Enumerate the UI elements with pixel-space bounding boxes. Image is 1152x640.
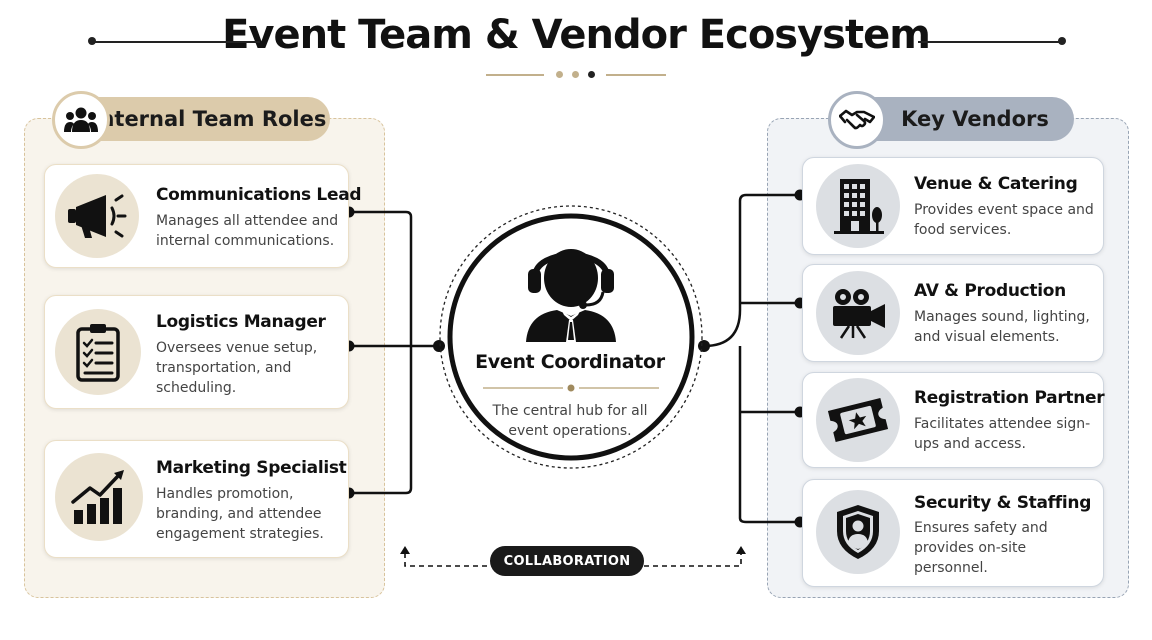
key-vendors-heading-label: Key Vendors [901, 107, 1049, 131]
collaboration-label: COLLABORATION [490, 546, 644, 576]
vendor-card-security-staffing: Security & Staffing Ensures safety and p… [802, 479, 1104, 587]
role-title: Marketing Specialist [156, 458, 347, 478]
ticket-icon [816, 378, 900, 462]
coordinator-description: The central hub for all event operations… [492, 403, 648, 439]
vendor-description: Manages sound, lighting, and visual elem… [914, 309, 1090, 345]
role-card-logistics-manager: Logistics Manager Oversees venue setup, … [44, 295, 349, 409]
vendor-description: Ensures safety and provides on-site pers… [914, 520, 1048, 576]
role-description: Manages all attendee and internal commun… [156, 213, 339, 249]
subtitle-dot [556, 71, 563, 78]
team-icon [52, 91, 110, 149]
vendor-title: AV & Production [914, 281, 1066, 301]
role-description: Oversees venue setup, transportation, an… [156, 340, 318, 396]
handshake-icon [828, 91, 886, 149]
headset-person-icon [526, 249, 616, 342]
shield-person-icon [816, 490, 900, 574]
vendor-card-av-production: AV & Production Manages sound, lighting,… [802, 264, 1104, 362]
title-rule-right [918, 41, 1062, 43]
subtitle-rule-right [606, 74, 666, 76]
vendor-title: Security & Staffing [914, 493, 1092, 513]
subtitle-dot [588, 71, 595, 78]
internal-team-heading: Internal Team Roles [66, 97, 330, 141]
role-card-communications-lead: Communications Lead Manages all attendee… [44, 164, 362, 268]
vendor-card-registration-partner: Registration Partner Facilitates attende… [802, 372, 1105, 468]
role-card-marketing-specialist: Marketing Specialist Handles promotion, … [44, 440, 349, 558]
title-rule-dot-right [1058, 37, 1066, 45]
vendor-title: Registration Partner [914, 388, 1105, 408]
subtitle-dot [572, 71, 579, 78]
role-description: Handles promotion, branding, and attende… [156, 486, 324, 542]
vendor-description: Facilitates attendee sign-ups and access… [914, 416, 1091, 452]
title-rule-left [92, 41, 260, 43]
subtitle-rule-left [486, 74, 544, 76]
vendor-title: Venue & Catering [914, 174, 1078, 194]
vendor-card-venue-catering: Venue & Catering Provides event space an… [802, 157, 1104, 255]
megaphone-icon [55, 174, 139, 258]
role-title: Logistics Manager [156, 312, 326, 332]
role-title: Communications Lead [156, 185, 362, 205]
internal-team-heading-label: Internal Team Roles [91, 107, 327, 131]
clipboard-checklist-icon [55, 309, 141, 395]
vendor-description: Provides event space and food services. [914, 202, 1094, 238]
video-camera-icon [816, 271, 900, 355]
growth-chart-icon [55, 453, 143, 541]
coordinator-title: Event Coordinator [475, 351, 665, 373]
page-title: Event Team & Vendor Ecosystem [222, 12, 931, 58]
building-icon [816, 164, 900, 248]
